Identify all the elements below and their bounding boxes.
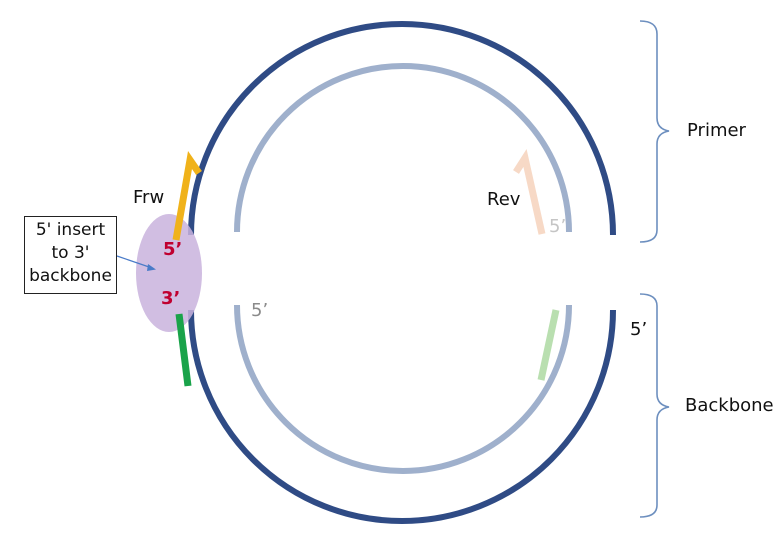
rev-label: Rev [487,189,521,210]
annotation-line-1: 5' insert [35,220,106,240]
five-prime-right-label: 5’ [630,319,648,340]
frw-primer-arrow [172,150,202,241]
frw-label: Frw [133,187,165,208]
three-prime-red-label: 3’ [161,288,181,309]
outer-ring-bottom-arc [188,309,616,524]
inner-ring-top-arc [234,63,572,233]
five-prime-rev-label: 5’ [549,216,567,237]
green-strand [175,313,192,387]
light-green-strand [537,309,560,381]
five-prime-inner-left-label: 5’ [251,300,269,321]
backbone-label: Backbone [685,395,774,416]
primer-label: Primer [687,120,746,141]
rev-primer-arrow [513,149,546,235]
outer-ring-top-arc [188,21,616,236]
backbone-brace [639,293,670,518]
annotation-box: 5' insert to 3' backbone [24,216,117,294]
five-prime-red-label: 5’ [163,239,183,260]
primer-brace [639,20,670,243]
overlap-ellipse [136,214,202,332]
note-pointer-line [116,255,153,269]
note-pointer-arrowhead [147,264,156,271]
annotation-line-3: backbone [29,266,112,286]
annotation-line-2: to 3' [51,243,90,263]
inner-ring-bottom-arc [234,304,572,474]
